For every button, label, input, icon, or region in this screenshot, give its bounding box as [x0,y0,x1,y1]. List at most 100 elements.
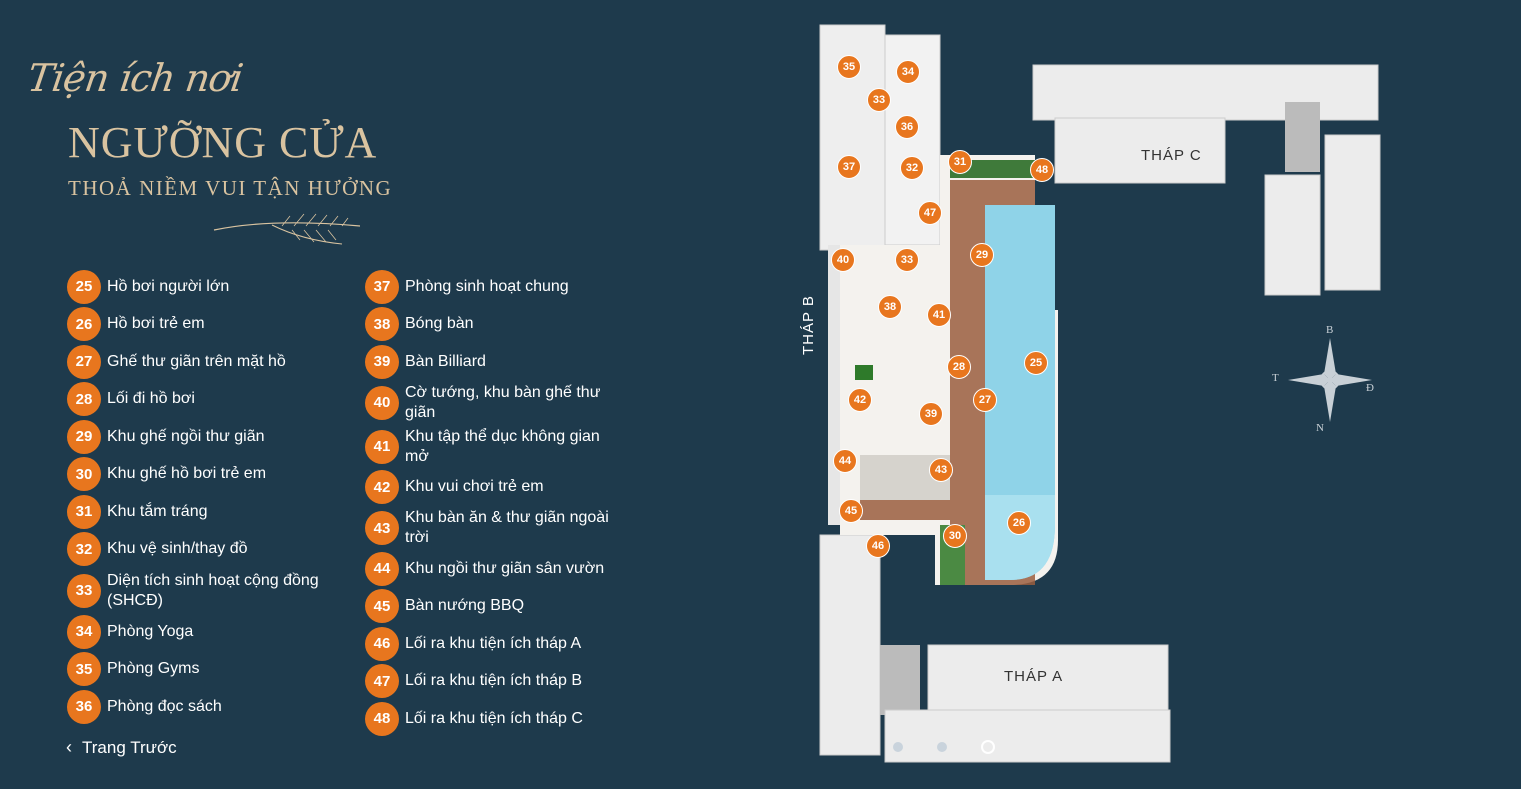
legend-number: 35 [67,652,101,687]
legend-label: Lối ra khu tiện ích tháp B [405,672,582,690]
map-marker[interactable]: 42 [848,388,872,412]
legend-label: Lối đi hồ bơi [107,390,195,408]
legend-label: Hồ bơi người lớn [107,277,230,295]
map-marker[interactable]: 31 [948,150,972,174]
map-marker[interactable]: 32 [900,156,924,180]
pagination-dot[interactable] [893,742,903,752]
map-marker[interactable]: 44 [833,449,857,473]
legend-number: 43 [365,511,399,545]
back-button[interactable]: ‹ Trang Trước [66,737,177,758]
tower-c-core [1285,102,1320,172]
legend-label: Khu bàn ăn & thư giãn ngoài trời [405,509,609,546]
map-marker[interactable]: 43 [929,458,953,482]
legend-label: Hồ bơi trẻ em [107,315,205,333]
map-marker[interactable]: 28 [947,355,971,379]
legend-item: 28 Lối đi hồ bơi [67,381,322,419]
tower-a-wing [819,534,881,756]
pagination-dot-active[interactable] [981,740,995,754]
map-marker[interactable]: 35 [837,55,861,79]
map-marker[interactable]: 30 [943,524,967,548]
map-marker[interactable]: 34 [896,60,920,84]
legend-label: Bàn Billiard [405,352,486,370]
legend-label: Phòng Yoga [107,622,194,640]
legend-label: Phòng Gyms [107,660,200,678]
tower-b-label: THÁP B [800,295,817,355]
tower-a-main [927,644,1169,716]
map-marker[interactable]: 26 [1007,511,1031,535]
map-marker[interactable]: 38 [878,295,902,319]
legend-label: Khu vệ sinh/thay đồ [107,540,248,558]
map-marker[interactable]: 45 [839,499,863,523]
legend-number: 28 [67,382,101,417]
compass-north: B [1326,324,1334,336]
legend-label: Ghế thư giãn trên mặt hồ [107,352,286,370]
legend-label: Bóng bàn [405,315,474,333]
legend-item: 47 Lối ra khu tiện ích tháp B [365,663,620,701]
legend-number: 31 [67,494,101,529]
legend-label: Lối ra khu tiện ích tháp A [405,634,582,652]
legend-number: 25 [67,269,101,304]
legend-item: 48 Lối ra khu tiện ích tháp C [365,700,620,738]
legend-item: 35 Phòng Gyms [67,651,322,689]
legend-number: 46 [365,626,399,661]
map-marker[interactable]: 47 [918,201,942,225]
map-marker[interactable]: 41 [927,303,951,327]
legend-label: Khu tắm tráng [107,502,208,520]
legend-label: Lối ra khu tiện ích tháp C [405,709,583,727]
leaf-ornament-icon [213,213,361,245]
map-marker[interactable]: 39 [919,402,943,426]
legend-label: Diện tích sinh hoạt cộng đồng (SHCĐ) [107,571,319,609]
legend-label: Bàn nướng BBQ [405,597,525,615]
legend-item: 27 Ghế thư giãn trên mặt hồ [67,343,322,381]
legend-number: 26 [67,307,101,342]
legend-label: Khu ghế ngồi thư giãn [107,427,265,445]
legend-item: 31 Khu tắm tráng [67,493,322,531]
legend-number: 47 [365,664,399,699]
map-marker[interactable]: 27 [973,388,997,412]
map-marker[interactable]: 33 [867,88,891,112]
map-marker[interactable]: 36 [895,115,919,139]
legend-item: 38 Bóng bàn [365,306,620,344]
compass-rose-icon [1288,338,1372,422]
compass-west: T [1272,372,1279,384]
page-title: NGƯỠNG CỬA [68,118,378,167]
pool-adult [985,205,1055,580]
legend-number: 30 [67,457,101,492]
pagination-dot[interactable] [937,742,947,752]
legend-label: Khu tập thể dục không gian mở [405,427,600,465]
tower-a-label: THÁP A [1004,668,1064,685]
map-marker[interactable]: 25 [1024,351,1048,375]
map-marker[interactable]: 46 [866,534,890,558]
legend-item: 46 Lối ra khu tiện ích tháp A [365,625,620,663]
map-marker[interactable]: 48 [1030,158,1054,182]
legend-number: 40 [365,385,399,420]
legend-number: 27 [67,344,101,379]
legend-item: 26 Hồ bơi trẻ em [67,306,322,344]
map-marker[interactable]: 40 [831,248,855,272]
map-marker[interactable]: 33 [895,248,919,272]
legend-number: 38 [365,307,399,342]
play-area [855,365,873,380]
tower-c-top [1032,64,1379,121]
title-script: Tiện ích nơi [24,56,246,100]
map-marker[interactable]: 29 [970,243,994,267]
tower-c-wing-1 [1264,174,1321,296]
legend-number: 36 [67,689,101,724]
pool-kids [985,495,1055,580]
chevron-left-icon: ‹ [66,737,72,757]
map-marker[interactable]: 37 [837,155,861,179]
legend-number: 48 [365,701,399,736]
legend-label: Cờ tướng, khu bàn ghế thư giãn [405,383,601,421]
page-subtitle: THOẢ NIỀM VUI TẬN HƯỞNG [68,176,393,200]
